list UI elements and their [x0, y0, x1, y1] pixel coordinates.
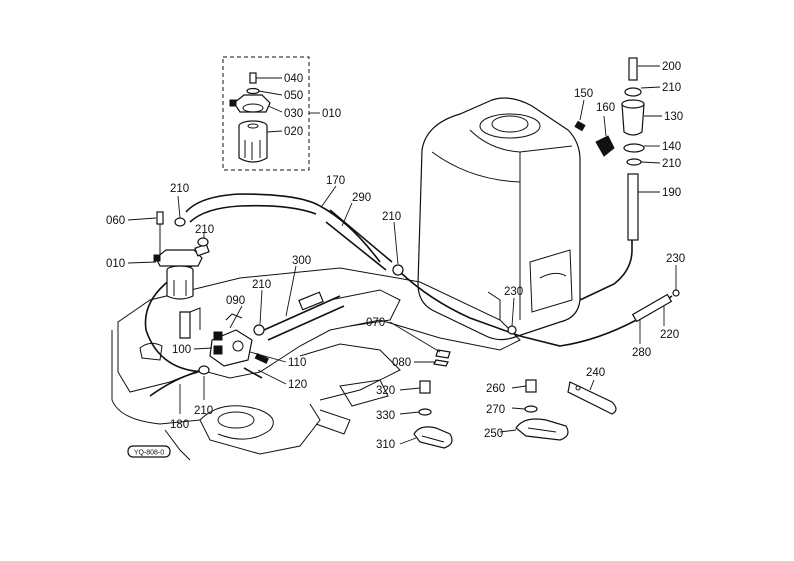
callout-040: 040 — [284, 73, 303, 85]
callout-130: 130 — [664, 111, 683, 123]
diagram-code-badge: YQ-808-0 — [127, 445, 171, 458]
callout-080: 080 — [392, 357, 411, 369]
sediment-bowl-assembly — [574, 87, 645, 166]
callout-leaders — [127, 65, 677, 445]
callout-230-a: 230 — [504, 286, 523, 298]
callout-210-a: 210 — [662, 82, 681, 94]
callout-280: 280 — [632, 347, 651, 359]
callout-300: 300 — [292, 255, 311, 267]
callout-200: 200 — [662, 61, 681, 73]
callout-330: 330 — [376, 410, 395, 422]
callout-010-inset: 010 — [322, 108, 341, 120]
callout-060: 060 — [106, 215, 125, 227]
callout-220: 220 — [660, 329, 679, 341]
callout-160: 160 — [596, 102, 615, 114]
tractor-frame — [111, 267, 521, 461]
callout-180: 180 — [170, 419, 189, 431]
callout-020: 020 — [284, 126, 303, 138]
callout-250: 250 — [484, 428, 503, 440]
filter-assembly-inset — [222, 56, 320, 171]
callout-260: 260 — [486, 383, 505, 395]
callout-150: 150 — [574, 88, 593, 100]
callout-010: 010 — [106, 258, 125, 270]
callout-210-d: 210 — [170, 183, 189, 195]
callout-210-b: 210 — [662, 158, 681, 170]
callout-070: 070 — [366, 317, 385, 329]
callout-320: 320 — [376, 385, 395, 397]
callout-210-c: 210 — [382, 211, 401, 223]
callout-290: 290 — [352, 192, 371, 204]
hose-clamps — [174, 217, 680, 375]
callout-110: 110 — [288, 357, 306, 369]
callout-labels: 040 050 030 010 020 200 210 150 160 130 … — [106, 61, 685, 451]
fuel-lines — [144, 57, 673, 397]
bottom-hardware — [413, 349, 617, 449]
callout-090: 090 — [226, 295, 245, 307]
callout-210-e: 210 — [195, 224, 214, 236]
fuel-pump — [179, 311, 269, 379]
callout-310: 310 — [376, 439, 395, 451]
callout-210-g: 210 — [194, 405, 213, 417]
callout-050: 050 — [284, 90, 303, 102]
callout-170: 170 — [326, 175, 345, 187]
fuel-filter — [153, 211, 210, 300]
callout-210-f: 210 — [252, 279, 271, 291]
callout-230-b: 230 — [666, 253, 685, 265]
callout-030: 030 — [284, 108, 303, 120]
callout-270: 270 — [486, 404, 505, 416]
diagram-code: YQ-808-0 — [134, 450, 164, 457]
callout-120: 120 — [288, 379, 307, 391]
callout-190: 190 — [662, 187, 681, 199]
callout-100: 100 — [172, 344, 191, 356]
callout-240: 240 — [586, 367, 605, 379]
callout-140: 140 — [662, 141, 681, 153]
